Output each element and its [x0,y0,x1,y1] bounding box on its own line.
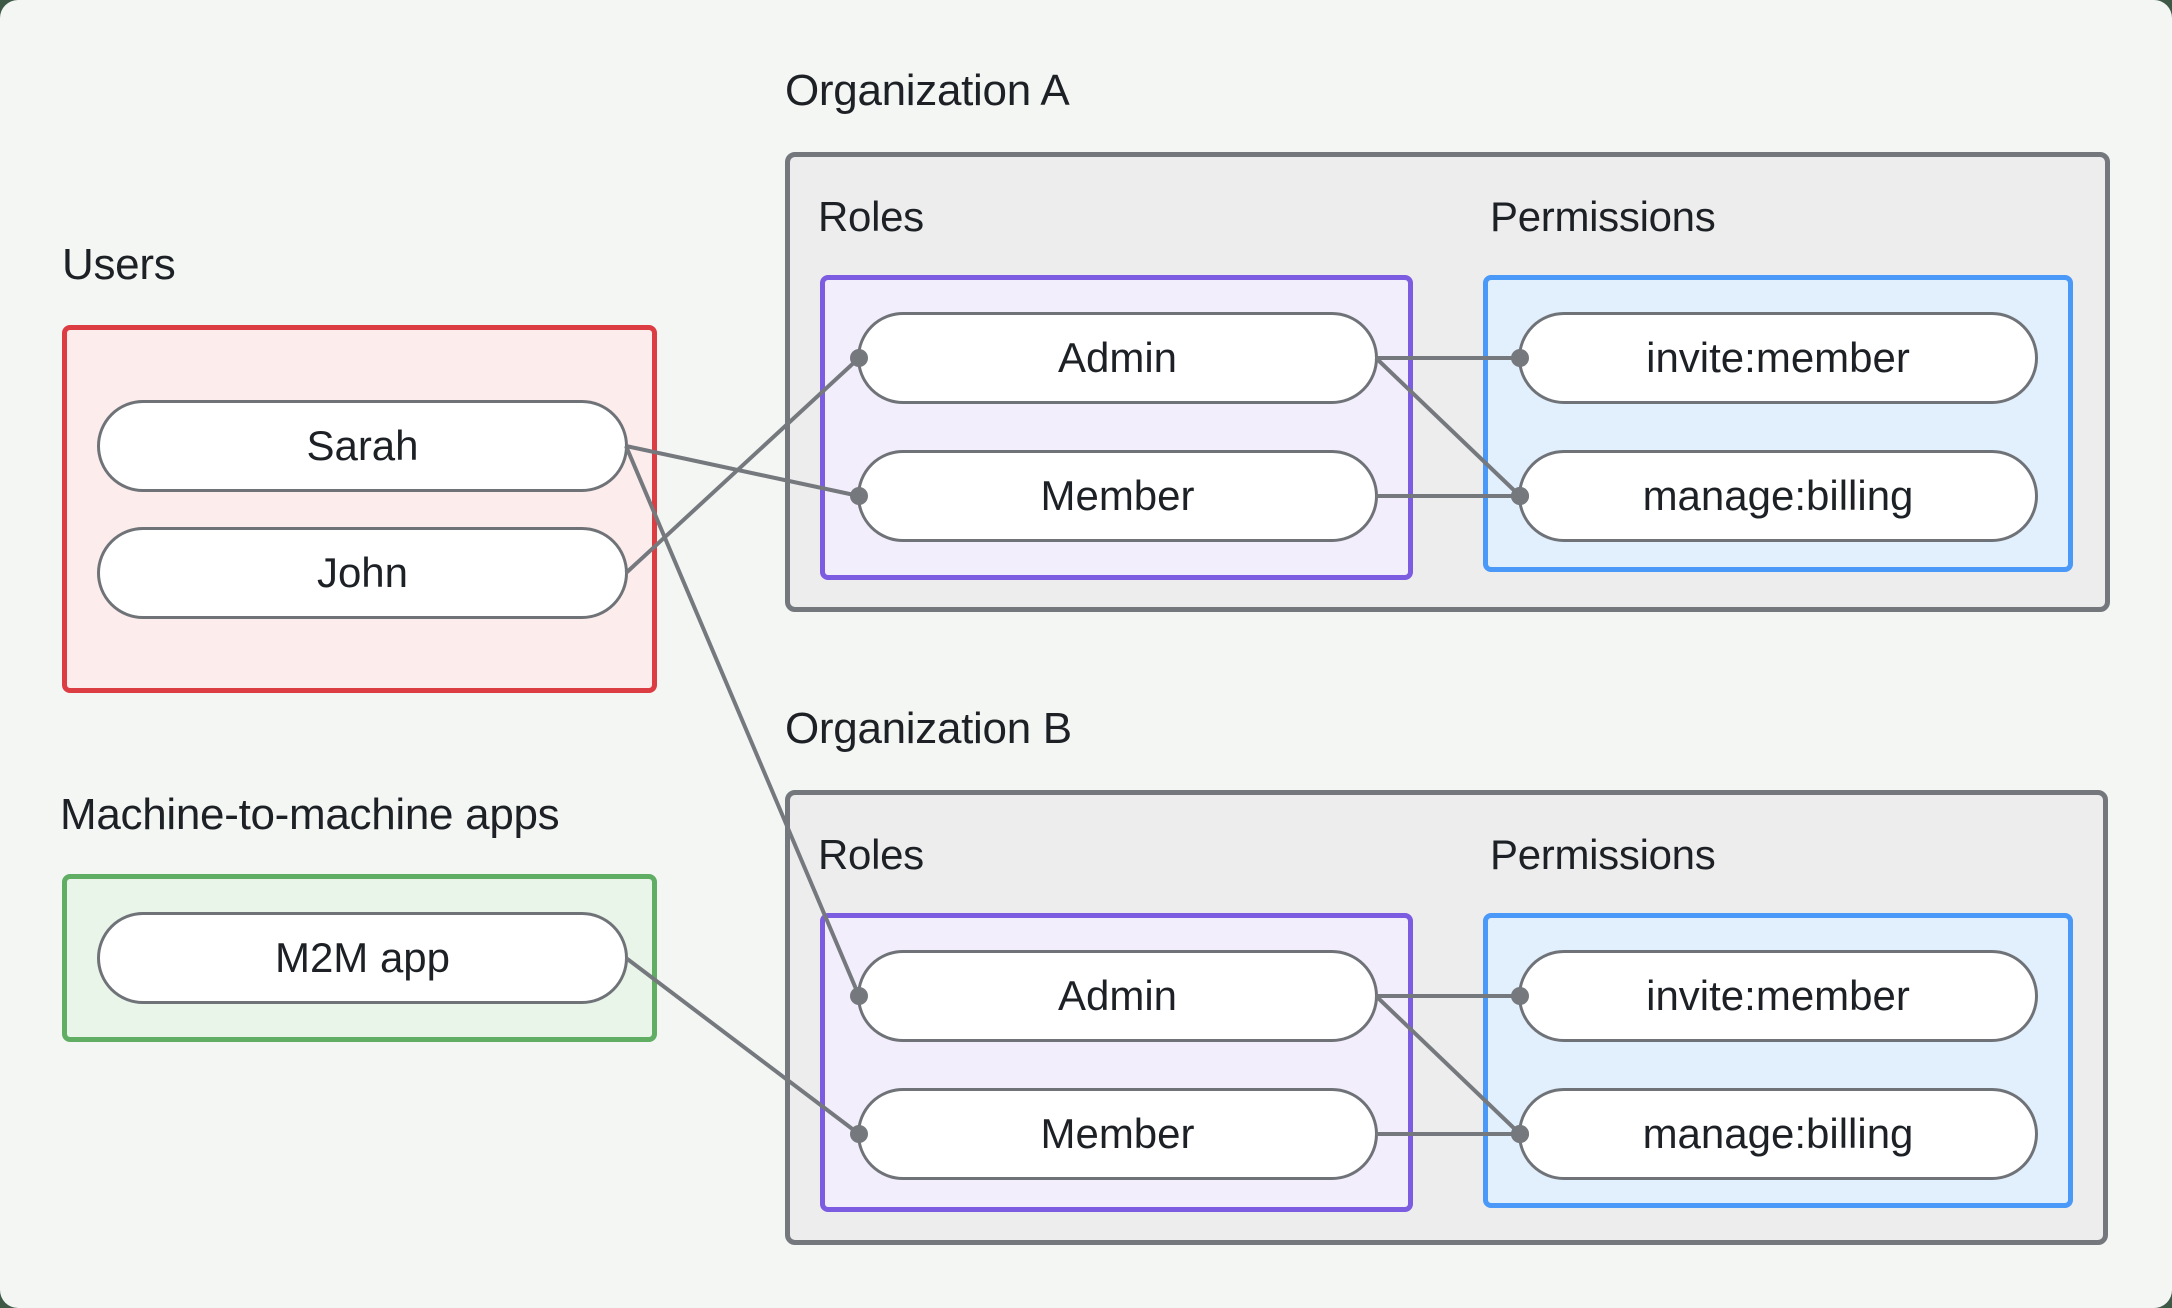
org-b-roles-label: Roles [818,831,924,878]
m2m-section-title: Machine-to-machine apps [60,790,560,839]
m2m-app-pill: M2M app [97,912,628,1004]
org-b-permissions-label: Permissions [1490,831,1716,878]
user-pill-john: John [97,527,628,619]
org-a-role-member-pill: Member [857,450,1378,542]
org-a-permissions-label: Permissions [1490,193,1716,240]
org-b-role-admin-pill: Admin [857,950,1378,1042]
org-b-permission-manage-billing-pill: manage:billing [1518,1088,2038,1180]
user-pill-sarah: Sarah [97,400,628,492]
org-b-permission-invite-member-pill: invite:member [1518,950,2038,1042]
users-section-title: Users [62,240,176,289]
org-a-title: Organization A [785,66,1070,115]
org-a-role-admin-pill: Admin [857,312,1378,404]
users-group-box [62,325,657,693]
org-a-permission-invite-member-pill: invite:member [1518,312,2038,404]
org-a-roles-label: Roles [818,193,924,240]
org-a-permission-manage-billing-pill: manage:billing [1518,450,2038,542]
org-b-role-member-pill: Member [857,1088,1378,1180]
org-b-title: Organization B [785,704,1072,753]
